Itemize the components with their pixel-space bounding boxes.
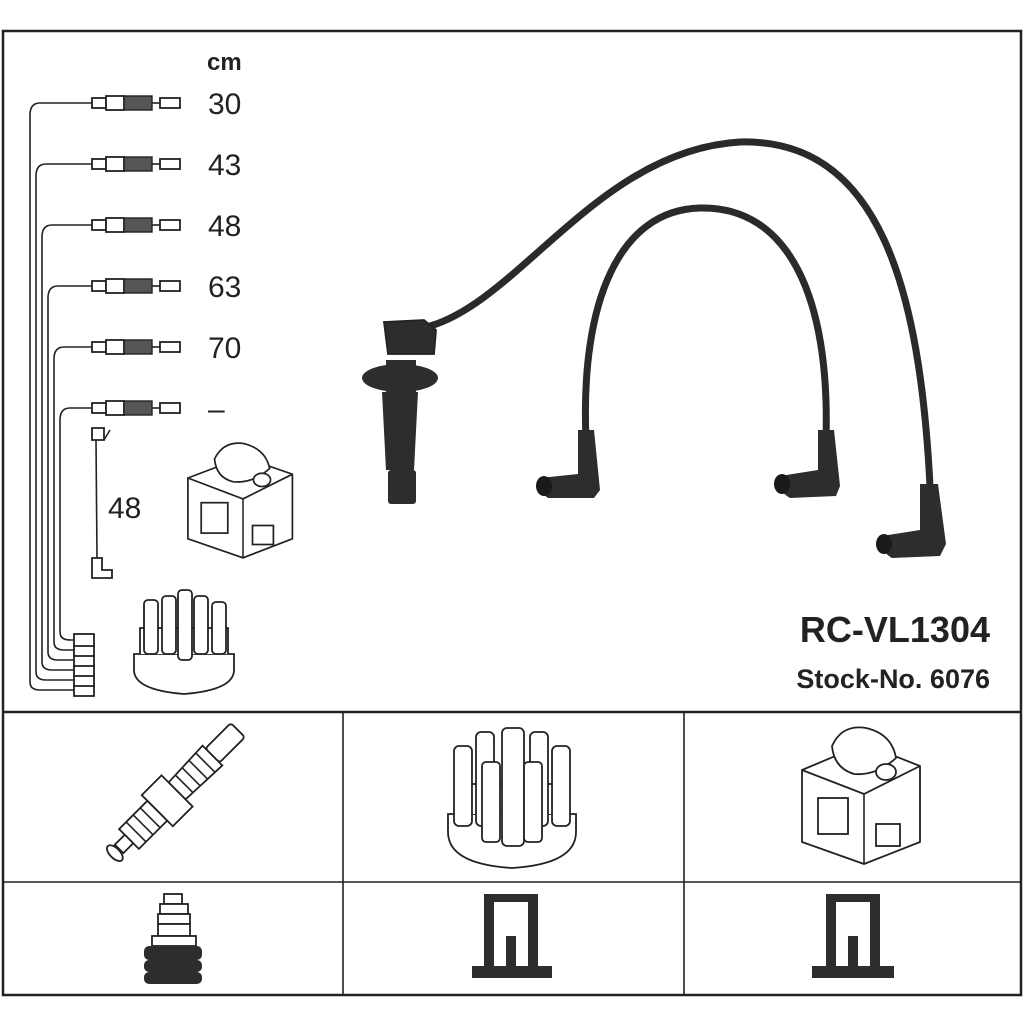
lead-length-label: 48: [208, 210, 241, 243]
lead-length-label: 30: [208, 88, 241, 121]
legend-row: 30: [29, 88, 241, 697]
ignition-cable-set-icon: [362, 138, 946, 558]
stock-number: Stock-No. 6076: [796, 664, 990, 694]
spark-plug-icon: [106, 723, 245, 862]
spark-plug-connector-icon: [144, 893, 202, 984]
coil-lead-icon: [91, 427, 113, 579]
legend-row: –: [59, 393, 225, 647]
distributor-cap-small-icon: [133, 589, 235, 695]
legend-row: 48: [41, 210, 241, 677]
lead-length-label: –: [208, 393, 225, 426]
part-number: RC-VL1304: [800, 609, 990, 650]
legend-row: 70: [53, 332, 241, 657]
coil-lead-length: 48: [108, 492, 141, 525]
lead-length-label: 43: [208, 149, 241, 182]
ignition-coil-small-icon: [187, 442, 294, 559]
ignition-coil-icon: [801, 726, 921, 865]
coil-socket-icon: [812, 894, 894, 978]
distributor-cap-icon: [447, 727, 577, 869]
length-legend: 30 43 48 63 70 –: [29, 88, 241, 697]
unit-label: cm: [207, 49, 242, 76]
legend-row: 43: [35, 149, 241, 687]
lead-length-label: 63: [208, 271, 241, 304]
outer-frame: [1, 29, 1023, 997]
distributor-socket-icon: [472, 894, 552, 978]
lead-length-label: 70: [208, 332, 241, 365]
legend-row: 63: [47, 271, 241, 667]
